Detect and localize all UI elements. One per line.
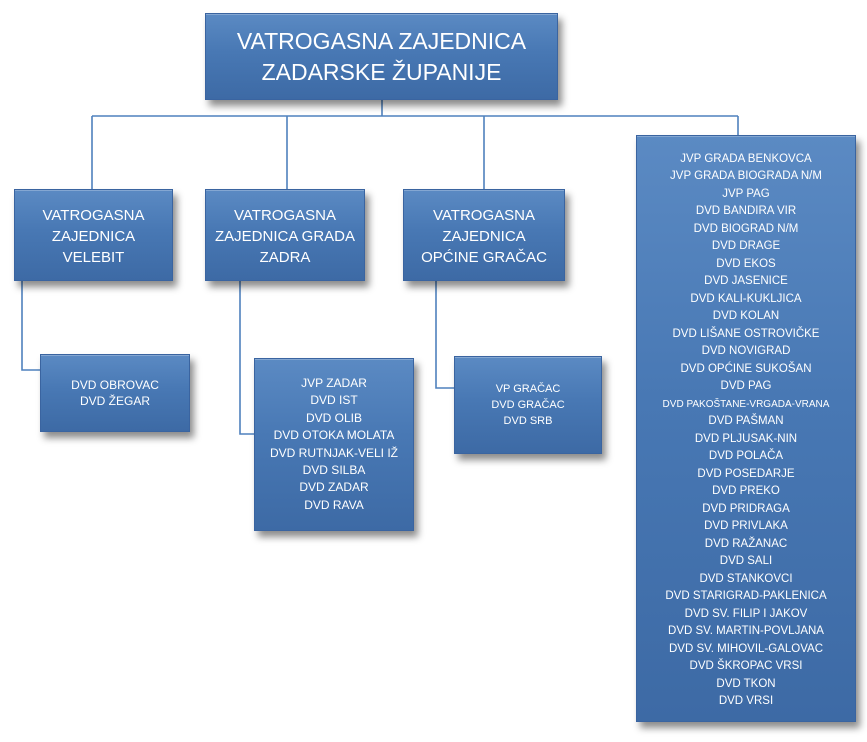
member-item: DVD GRAČAC xyxy=(491,399,565,411)
member-item: DVD PAG xyxy=(720,380,772,392)
member-item: DVD PAKOŠTANE-VRGADA-VRANA xyxy=(662,398,830,410)
group-title-line: VATROGASNA xyxy=(234,206,336,224)
root-title-line-2: ZADARSKE ŽUPANIJE xyxy=(261,58,502,85)
member-item: DVD VRSI xyxy=(718,695,774,707)
group-box-gracac: VATROGASNA ZAJEDNICA OPĆINE GRAČAC xyxy=(403,189,565,281)
member-item: DVD RUTNJAK-VELI IŽ xyxy=(269,445,398,460)
member-item: DVD ŠKROPAC VRSI xyxy=(689,660,803,672)
member-item: DVD PRIDRAGA xyxy=(702,502,790,515)
member-item: DVD OLIB xyxy=(305,410,362,425)
member-item: DVD BANDIRA VIR xyxy=(695,205,797,217)
member-item: DVD EKOS xyxy=(716,257,776,270)
member-item: DVD RAVA xyxy=(304,497,364,512)
connector-velebit-members xyxy=(21,281,40,371)
member-item: DVD PAŠMAN xyxy=(708,415,784,427)
group-title-line: ZAJEDNICA xyxy=(442,227,526,245)
members-box-zadar: JVP ZADAR DVD IST DVD OLIB DVD OTOKA MOL… xyxy=(254,358,414,531)
group-title-line: ZAJEDNICA xyxy=(51,227,136,245)
member-item: DVD SV. MARTIN-POVLJANA xyxy=(668,625,824,637)
members-box-velebit: DVD OBROVAC DVD ŽEGAR xyxy=(40,354,190,432)
group-title-line: VATROGASNA xyxy=(433,206,535,224)
member-item: DVD RAŽANAC xyxy=(704,537,788,550)
member-item: DVD PRIVLAKA xyxy=(704,520,788,532)
member-item: JVP ZADAR xyxy=(301,375,367,390)
member-item: DVD PLJUSAK-NIN xyxy=(694,432,798,445)
group-box-zadar: VATROGASNA ZAJEDNICA GRADA ZADRA xyxy=(205,189,365,281)
member-item: DVD SV. FILIP I JAKOV xyxy=(684,607,808,620)
group-title-line: VATROGASNA xyxy=(42,206,145,224)
member-item: JVP GRADA BENKOVCA xyxy=(680,152,812,165)
member-item: DVD NOVIGRAD xyxy=(701,345,791,357)
member-item: DVD PREKO xyxy=(712,485,780,497)
connector-gracac-members xyxy=(435,281,454,389)
root-organization-box: VATROGASNA ZAJEDNICA ZADARSKE ŽUPANIJE xyxy=(205,13,558,100)
member-item: DVD KOLAN xyxy=(712,310,780,322)
members-box-gracac: VP GRAČAC DVD GRAČAC DVD SRB xyxy=(454,356,602,454)
member-item: DVD LIŠANE OSTROVIČKE xyxy=(672,327,820,340)
member-item: DVD SV. MIHOVIL-GALOVAC xyxy=(668,642,823,655)
member-item: JVP PAG xyxy=(722,187,770,200)
member-item: DVD OBROVAC xyxy=(71,378,159,392)
member-item: DVD ŽEGAR xyxy=(79,394,150,408)
member-item: DVD OTOKA MOLATA xyxy=(273,428,395,443)
member-item: DVD IST xyxy=(310,393,358,408)
direct-members-box: JVP GRADA BENKOVCA JVP GRADA BIOGRADA N/… xyxy=(636,135,856,722)
member-item: DVD POSEDARJE xyxy=(697,467,795,480)
member-item: DVD BIOGRAD N/M xyxy=(693,222,799,235)
group-box-velebit: VATROGASNA ZAJEDNICA VELEBIT xyxy=(14,189,173,281)
member-item: DVD SALI xyxy=(719,555,773,567)
group-title-line: OPĆINE GRAČAC xyxy=(421,248,547,266)
member-item: DVD TKON xyxy=(716,677,776,690)
member-item: DVD SILBA xyxy=(302,462,366,477)
member-item: VP GRAČAC xyxy=(495,383,561,395)
connector-zadar-members xyxy=(239,281,254,435)
group-title-line: VELEBIT xyxy=(62,248,125,266)
member-item: JVP GRADA BIOGRADA N/M xyxy=(670,170,822,182)
member-item: DVD DRAGE xyxy=(711,240,781,252)
member-item: DVD ZADAR xyxy=(299,480,369,495)
member-item: DVD STANKOVCI xyxy=(699,572,793,585)
member-item: DVD POLAČA xyxy=(708,450,784,462)
group-title-line: ZAJEDNICA GRADA xyxy=(214,227,356,245)
group-title-line: ZADRA xyxy=(259,248,311,266)
member-item: DVD OPĆINE SUKOŠAN xyxy=(680,362,812,375)
root-title-line-1: VATROGASNA ZAJEDNICA xyxy=(236,27,527,54)
member-item: DVD JASENICE xyxy=(704,275,788,287)
member-item: DVD STARIGRAD-PAKLENICA xyxy=(665,590,827,602)
member-item: DVD SRB xyxy=(503,415,553,427)
member-item: DVD KALI-KUKLJICA xyxy=(690,292,802,305)
